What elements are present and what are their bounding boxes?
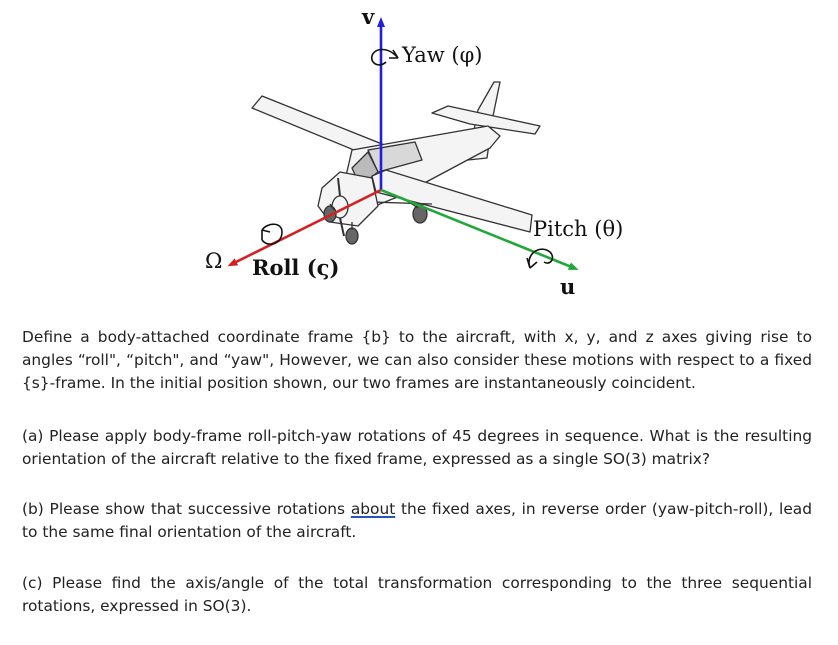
u-axis-label: u: [560, 274, 575, 299]
pitch-label: Pitch (θ): [533, 217, 623, 241]
question-c: (c) Please find the axis/angle of the to…: [22, 574, 812, 615]
question-b-text-start: (b) Please show that successive rotation…: [22, 500, 351, 518]
yaw-label: Yaw (φ): [401, 43, 483, 67]
roll-rotation-arrowhead: [261, 229, 271, 240]
horizontal-stabilizer: [431, 105, 541, 135]
right-wing: [371, 169, 533, 233]
question-a: (a) Please apply body-frame roll-pitch-y…: [22, 427, 812, 468]
intro-paragraph: Define a body-attached coordinate frame …: [22, 328, 812, 392]
nose-wheel: [345, 227, 359, 245]
u-axis: [380, 188, 579, 270]
question-b: (b) Please show that successive rotation…: [22, 498, 812, 544]
omega-axis-label: Ω: [205, 249, 222, 273]
yaw-rotation-arrowhead: [389, 49, 399, 59]
question-b-underlined-word: about: [350, 500, 396, 518]
aircraft-drawing: [251, 81, 541, 245]
pitch-rotation-arrowhead: [526, 257, 538, 269]
v-axis-label: v: [361, 4, 375, 29]
roll-rotation-icon: [261, 223, 283, 245]
aircraft-figure: v Ω u Yaw (φ) Pitch (θ) Roll (ς): [205, 4, 623, 299]
pitch-rotation-icon: [528, 248, 554, 269]
question-b-text-end: the fixed axes, in reverse order (yaw-pi…: [22, 500, 812, 541]
yaw-rotation-icon: [370, 48, 399, 66]
omega-axis: [227, 188, 382, 267]
wing-strut: [371, 201, 433, 205]
roll-label: Roll (ς): [252, 255, 339, 280]
propeller: [337, 177, 345, 237]
